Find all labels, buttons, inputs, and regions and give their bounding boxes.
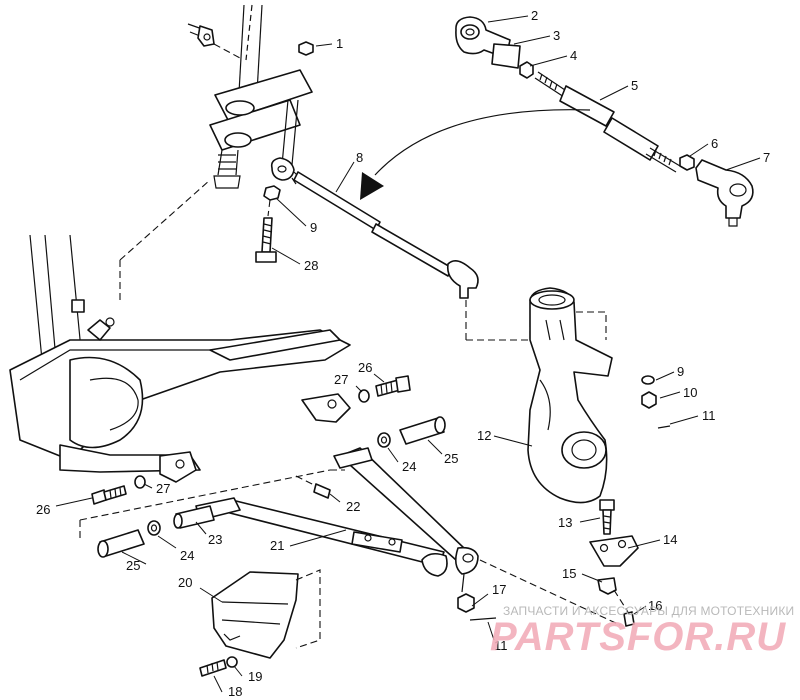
callout-4: 4	[570, 48, 577, 63]
frame	[9, 179, 351, 473]
washer-24-left	[147, 520, 161, 536]
callout-18: 18	[228, 684, 242, 699]
cotter-pin-11-lower	[469, 617, 497, 621]
upper-fitting	[187, 23, 241, 59]
callout-14: 14	[663, 532, 677, 547]
leader-lines	[55, 15, 761, 693]
bolt-18	[199, 659, 227, 677]
steering-post	[209, 4, 313, 189]
callout-26-upper: 26	[358, 360, 372, 375]
callout-10: 10	[683, 385, 697, 400]
bushing-25-right	[399, 416, 446, 445]
callout-6: 6	[711, 136, 718, 151]
callout-19: 19	[248, 669, 262, 684]
callout-7: 7	[763, 150, 770, 165]
tie-rod-8	[270, 157, 531, 341]
bolt-26-upper	[375, 375, 411, 397]
washer-9-left	[263, 185, 281, 201]
callout-16: 16	[648, 598, 662, 613]
bushing-23	[173, 505, 215, 529]
washer-27-lower	[134, 475, 146, 489]
jam-nut-6	[679, 154, 695, 171]
watermark-tagline: ЗАПЧАСТИ И АКСЕССУАРЫ ДЛЯ МОТОТЕХНИКИ	[503, 604, 795, 618]
callout-27-lower: 27	[156, 481, 170, 496]
brake-bracket-14	[589, 535, 639, 567]
bolt-28	[255, 199, 277, 263]
callout-17: 17	[492, 582, 506, 597]
bolt-26-lower	[91, 485, 127, 505]
callout-1: 1	[336, 36, 343, 51]
frame-bracket-left	[159, 451, 197, 483]
cotter-pin-11-right	[657, 425, 671, 429]
callout-5: 5	[631, 78, 638, 93]
callout-11-lower: 11	[494, 638, 508, 653]
nut-10	[641, 391, 657, 409]
callout-22: 22	[346, 499, 360, 514]
callout-3: 3	[553, 28, 560, 43]
jam-nut-4	[519, 61, 534, 79]
washer-27-upper	[358, 389, 370, 403]
callout-2: 2	[531, 8, 538, 23]
assembly-guide-left	[79, 469, 345, 540]
callout-25-right: 25	[444, 451, 458, 466]
boot-3	[491, 43, 521, 69]
callout-28: 28	[304, 258, 318, 273]
tie-rod-end-right	[695, 159, 754, 227]
callout-15: 15	[562, 566, 576, 581]
nut-17	[457, 593, 475, 613]
grease-fitting-22	[295, 475, 331, 499]
callout-26-lower: 26	[36, 502, 50, 517]
callout-21: 21	[270, 538, 284, 553]
spindle-12	[527, 287, 613, 504]
callout-23: 23	[208, 532, 222, 547]
pin-16	[613, 589, 635, 627]
callout-13: 13	[558, 515, 572, 530]
washer-24-right	[377, 432, 391, 448]
washer-9-right	[641, 375, 655, 385]
frame-bracket-right	[301, 393, 351, 423]
callout-11-right: 11	[702, 408, 716, 423]
skid-plate-20	[211, 569, 321, 659]
tie-rod-tube-5	[534, 71, 681, 173]
callout-27-upper: 27	[334, 372, 348, 387]
watermark-logo: PARTSFOR.RU	[490, 615, 787, 659]
callout-9-left: 9	[310, 220, 317, 235]
nut-1	[298, 41, 314, 56]
callout-8: 8	[356, 150, 363, 165]
callout-9-right: 9	[677, 364, 684, 379]
callout-12: 12	[477, 428, 491, 443]
bolt-13	[599, 499, 615, 535]
bushing-25-left	[97, 529, 145, 558]
washer-19	[226, 656, 238, 668]
nut-15	[597, 577, 617, 595]
callout-numbers: 1 2 3 4 5 6 7 8 9 9 10 11 11 12 13 14 15…	[36, 8, 770, 699]
callout-24-right: 24	[402, 459, 416, 474]
callout-20: 20	[178, 575, 192, 590]
callout-24-left: 24	[180, 548, 194, 563]
callout-25-left: 25	[126, 558, 140, 573]
assembly-arrow	[360, 109, 591, 200]
